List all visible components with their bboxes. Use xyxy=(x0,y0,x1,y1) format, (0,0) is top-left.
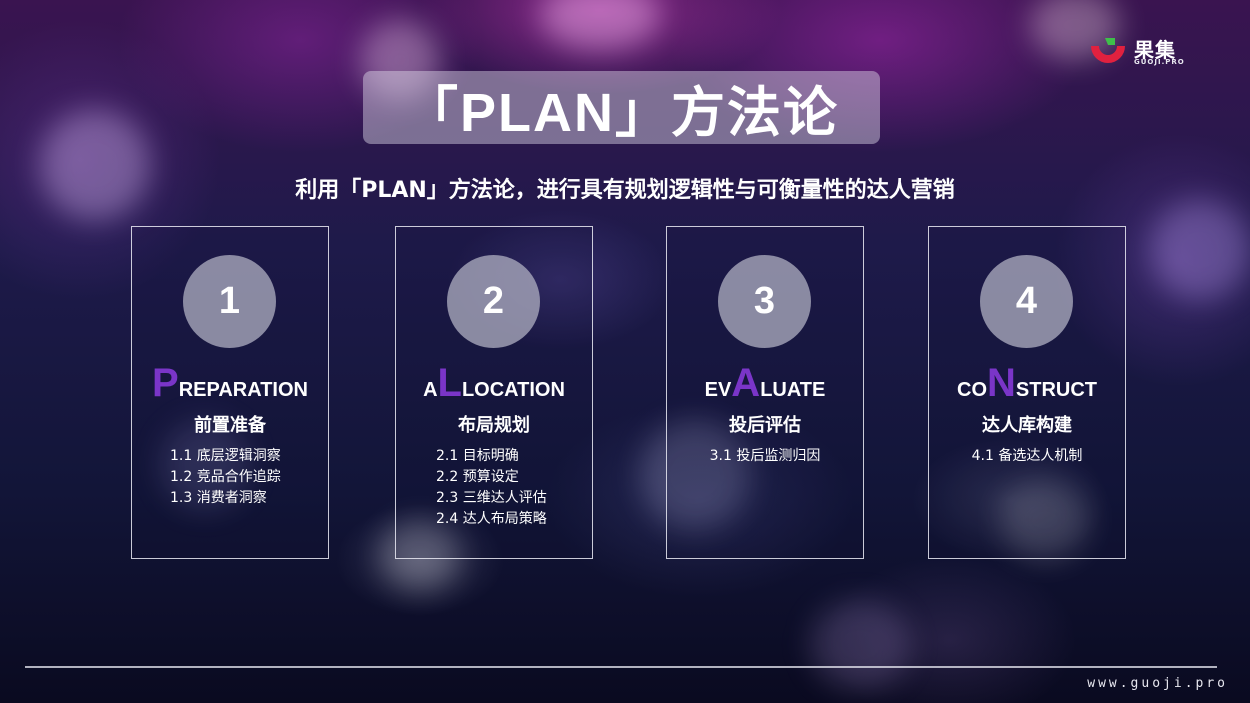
title-banner: 「PLAN」方法论 xyxy=(363,71,880,144)
step-items-list: 4.1 备选达人机制 xyxy=(929,446,1125,467)
step-items-list: 2.1 目标明确 2.2 预算设定 2.3 三维达人评估 2.4 达人布局策略 xyxy=(436,446,547,530)
brand-sub: GUOJI.PRO xyxy=(1134,58,1185,66)
list-item: 3.1 投后监测归因 xyxy=(709,448,821,464)
plan-card-preparation: 1 PREPARATION 前置准备 1.1 底层逻辑洞察 1.2 竞品合作追踪… xyxy=(131,226,329,559)
step-number: 1 xyxy=(218,280,241,322)
step-highlight-letter: N xyxy=(987,361,1016,405)
step-number: 2 xyxy=(482,280,505,322)
step-chinese-title: 达人库构建 xyxy=(982,415,1072,436)
plan-card-evaluate: 3 EVALUATE 投后评估 3.1 投后监测归因 xyxy=(666,226,864,559)
step-number-circle: 1 xyxy=(183,255,276,348)
page-subtitle: 利用「PLAN」方法论，进行具有规划逻辑性与可衡量性的达人营销 xyxy=(295,178,955,203)
list-item: 4.1 备选达人机制 xyxy=(971,448,1083,464)
list-item: 1.1 底层逻辑洞察 xyxy=(170,448,281,464)
plan-card-construct: 4 CONSTRUCT 达人库构建 4.1 备选达人机制 xyxy=(928,226,1126,559)
bokeh-light xyxy=(1150,200,1250,300)
brand-name: 果集 xyxy=(1134,38,1176,62)
step-number-circle: 2 xyxy=(447,255,540,348)
footer-divider xyxy=(25,666,1217,668)
step-highlight-letter: A xyxy=(731,361,761,405)
list-item: 1.2 竞品合作追踪 xyxy=(170,469,281,485)
step-number-circle: 4 xyxy=(980,255,1073,348)
step-english-title: PREPARATION xyxy=(152,361,308,405)
list-item: 2.4 达人布局策略 xyxy=(436,511,547,527)
bokeh-light xyxy=(540,0,660,50)
footer-url: www.guoji.pro xyxy=(1087,676,1228,691)
brand-logo: 果集 GUOJI.PRO xyxy=(1088,34,1198,70)
step-highlight-letter: P xyxy=(152,361,179,405)
step-items-list: 3.1 投后监测归因 xyxy=(667,446,863,467)
list-item: 1.3 消费者洞察 xyxy=(170,490,267,506)
step-number: 4 xyxy=(1015,280,1038,322)
step-chinese-title: 前置准备 xyxy=(194,415,266,436)
step-number: 3 xyxy=(753,280,776,322)
step-chinese-title: 布局规划 xyxy=(458,415,530,436)
list-item: 2.2 预算设定 xyxy=(436,469,519,485)
page-title: 「PLAN」方法论 xyxy=(404,83,839,143)
step-number-circle: 3 xyxy=(718,255,811,348)
step-english-title: CONSTRUCT xyxy=(957,361,1097,405)
list-item: 2.3 三维达人评估 xyxy=(436,490,547,506)
list-item: 2.1 目标明确 xyxy=(436,448,519,464)
bokeh-light xyxy=(810,600,910,690)
brand-logo-icon xyxy=(1091,38,1125,63)
step-english-title: ALLOCATION xyxy=(423,361,565,405)
step-chinese-title: 投后评估 xyxy=(729,415,801,436)
plan-card-allocation: 2 ALLOCATION 布局规划 2.1 目标明确 2.2 预算设定 2.3 … xyxy=(395,226,593,559)
step-highlight-letter: L xyxy=(437,361,462,405)
step-items-list: 1.1 底层逻辑洞察 1.2 竞品合作追踪 1.3 消费者洞察 xyxy=(170,446,281,509)
step-english-title: EVALUATE xyxy=(704,361,826,405)
